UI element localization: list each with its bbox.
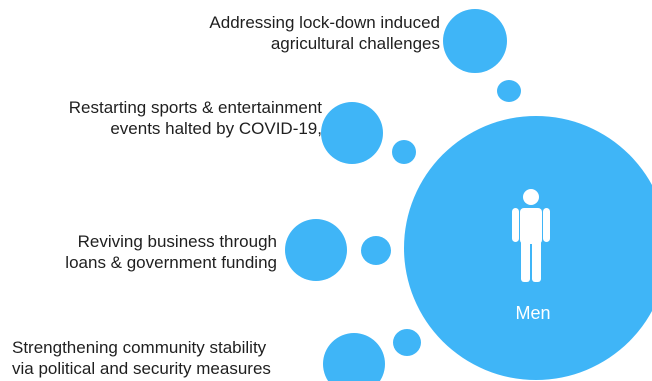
item-2-line1: Restarting sports & entertainment bbox=[68, 98, 322, 117]
item-3-label: Reviving business through loans & govern… bbox=[65, 231, 277, 273]
item-3-dot bbox=[361, 236, 391, 265]
item-2-label: Restarting sports & entertainment events… bbox=[69, 97, 322, 139]
item-1-label: Addressing lock-down induced agricultura… bbox=[209, 12, 440, 54]
item-2-dot bbox=[392, 140, 416, 164]
item-4-dot bbox=[393, 329, 421, 356]
person-icon bbox=[512, 189, 550, 282]
item-3-circle bbox=[285, 219, 347, 281]
item-1-line1: Addressing lock-down induced bbox=[209, 13, 440, 32]
item-1-circle bbox=[443, 9, 507, 73]
center-label: Men bbox=[515, 303, 551, 323]
item-3-line1: Reviving business through bbox=[77, 232, 277, 251]
item-4-label: Strengthening community stability via po… bbox=[12, 337, 271, 379]
item-3-line2: loans & government funding bbox=[65, 253, 277, 272]
item-1-line2: agricultural challenges bbox=[270, 34, 440, 53]
item-1-dot bbox=[497, 80, 521, 102]
item-4-line2: via political and security measures bbox=[12, 359, 271, 378]
item-2-line2: events halted by COVID-19, bbox=[110, 119, 322, 138]
item-2-circle bbox=[321, 102, 383, 164]
item-4-line1: Strengthening community stability bbox=[12, 338, 267, 357]
item-4-circle bbox=[323, 333, 385, 381]
